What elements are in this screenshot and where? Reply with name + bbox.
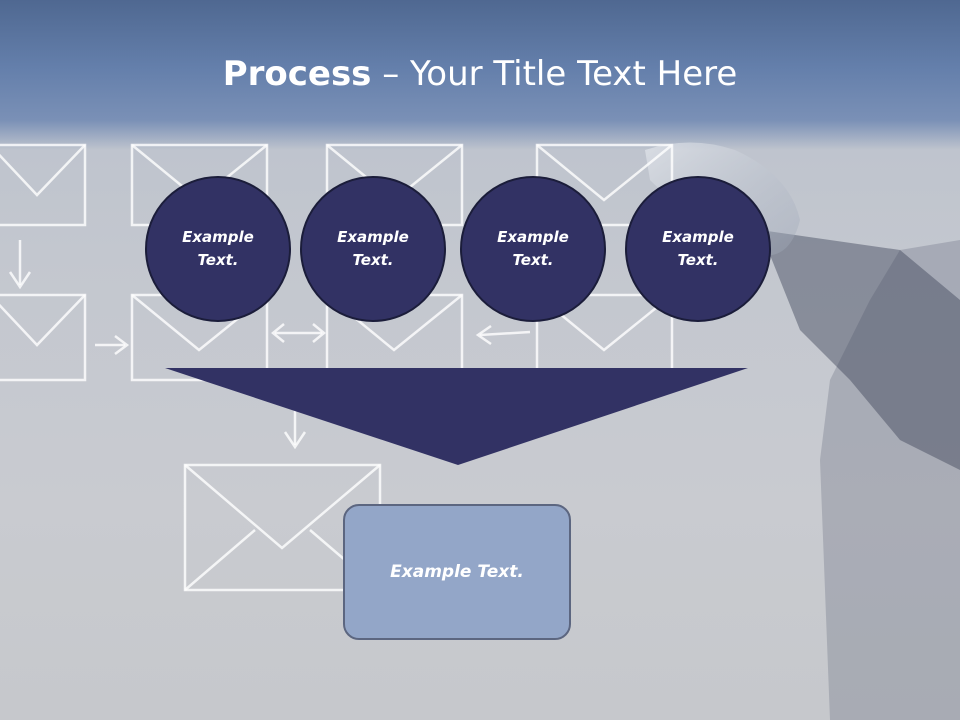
slide-title-rest: – Your Title Text Here: [371, 54, 738, 94]
step-circle-3: Example Text.: [460, 176, 606, 322]
slide-title: Process – Your Title Text Here: [0, 52, 960, 96]
step-circle-2: Example Text.: [300, 176, 446, 322]
title-band: [0, 0, 960, 150]
envelope-icon: [0, 143, 87, 227]
step-circle-1: Example Text.: [145, 176, 291, 322]
suit-arm: [760, 230, 960, 470]
step-label: Example Text.: [182, 228, 254, 269]
arrow-down-icon: [283, 410, 307, 450]
arrow-right-icon: [95, 335, 130, 355]
envelope-icon: [0, 293, 87, 382]
funnel-triangle: [165, 368, 748, 465]
result-label: Example Text.: [390, 562, 524, 582]
arrow-double-icon: [271, 323, 326, 343]
arrow-left-icon: [475, 324, 531, 346]
step-label: Example Text.: [337, 228, 409, 269]
arrow-down-icon: [8, 240, 32, 290]
slide-title-bold: Process: [222, 54, 372, 94]
step-circle-4: Example Text.: [625, 176, 771, 322]
step-label: Example Text.: [662, 228, 734, 269]
result-box: Example Text.: [343, 504, 571, 640]
person-silhouette: [820, 240, 960, 720]
step-label: Example Text.: [497, 228, 569, 269]
